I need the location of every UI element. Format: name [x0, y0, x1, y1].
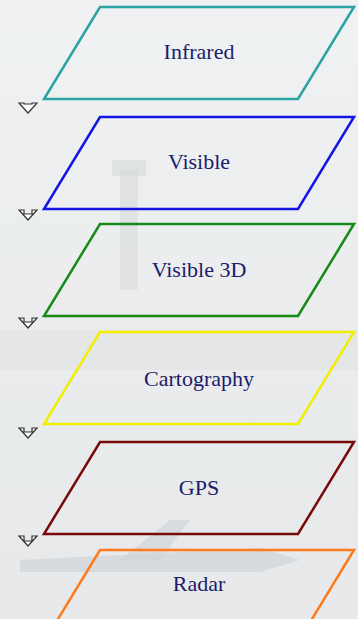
down-arrow: [19, 318, 37, 328]
down-arrow: [19, 536, 37, 546]
box-label: GPS: [179, 475, 219, 501]
parallelogram-box: Infrared: [42, 5, 356, 100]
box-label: Visible: [168, 149, 230, 175]
parallelogram-box: Visible 3D: [42, 222, 356, 318]
down-arrow: [19, 210, 37, 220]
down-arrow: [19, 103, 37, 113]
parallelogram-box: Radar: [42, 548, 356, 619]
parallelogram-box: GPS: [42, 440, 356, 537]
box-label: Visible 3D: [152, 257, 247, 283]
box-label: Cartography: [144, 366, 254, 392]
box-label: Infrared: [164, 39, 235, 65]
parallelogram-box: Visible: [42, 115, 356, 210]
parallelogram-box: Cartography: [42, 330, 356, 428]
down-arrow: [19, 428, 37, 438]
box-label: Radar: [173, 571, 226, 597]
